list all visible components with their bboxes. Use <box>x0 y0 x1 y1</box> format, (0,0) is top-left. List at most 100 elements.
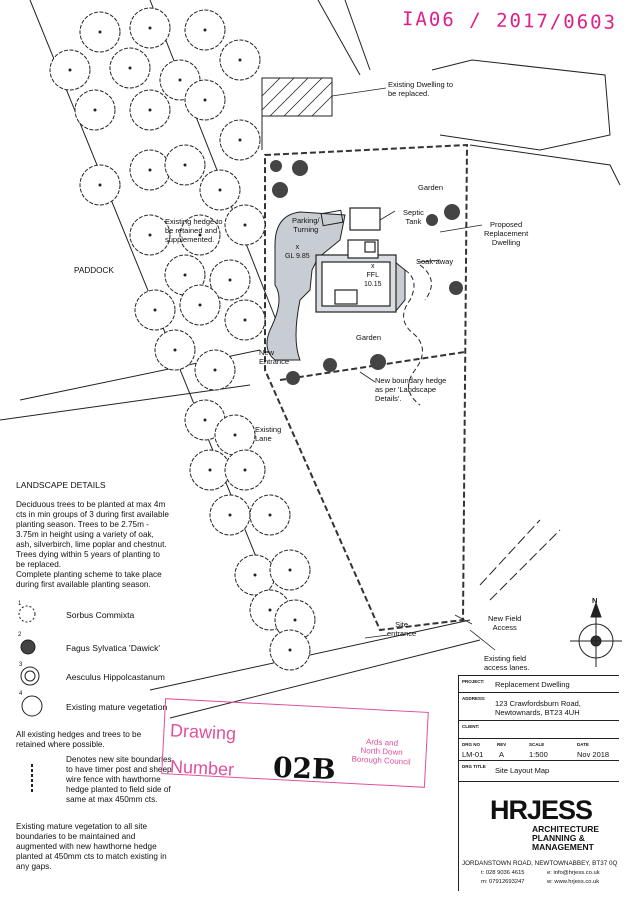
tb-project-label: PROJECT: <box>462 679 485 684</box>
tree-trunk <box>203 28 207 32</box>
tree-trunk <box>178 78 182 82</box>
tb-title-row: DRG TITLE Site Layout Map <box>459 760 619 782</box>
site-boundary <box>264 143 469 632</box>
legend-item-4: Existing mature vegetation <box>66 702 168 712</box>
tb-drawing-row: DRG NO LM-01 REV A SCALE 1:500 DATE Nov … <box>459 738 619 761</box>
tree-trunk <box>93 108 97 112</box>
north-label: N <box>592 596 598 605</box>
label-garden-mid: Garden <box>356 333 382 342</box>
tb-client-row: CLIENT: <box>459 720 619 739</box>
tree-trunk <box>268 513 272 517</box>
tree-trunk <box>148 168 152 172</box>
label-existing-field-lanes: Existing field access lanes. <box>484 654 530 672</box>
title-block: PROJECT: Replacement Dwelling ADDRESS: 1… <box>458 675 619 891</box>
tb-rev-label: REV <box>497 742 507 747</box>
tree-trunk <box>98 183 102 187</box>
label-site-entrance: Site entrance <box>387 620 417 638</box>
tb-dwg-no-label: DRG NO <box>462 742 480 747</box>
tree-trunk <box>268 608 272 612</box>
tree-trunk <box>288 568 292 572</box>
tree-trunk <box>203 418 207 422</box>
tree-trunk <box>198 233 202 237</box>
tb-company-address: JORDANSTOWN ROAD, NEWTOWNABBEY, BT37 0Q <box>462 860 618 867</box>
label-septic-tank: Septic Tank <box>403 208 424 226</box>
tree-trunk <box>98 30 102 34</box>
legend-num-4: 4 <box>19 691 23 697</box>
tree-trunk <box>233 433 237 437</box>
tb-address-row: ADDRESS: 123 Crawfordsburn Road, Newtown… <box>459 692 619 721</box>
tb-rev: A <box>499 750 505 759</box>
tb-project: Replacement Dwelling <box>495 680 570 689</box>
legend-num-3: 3 <box>19 662 23 668</box>
north-arrow <box>570 601 622 667</box>
tree-trunk <box>203 98 207 102</box>
legend-item-2: Fagus Sylvatica 'Dawick' <box>66 643 161 653</box>
existing-trees <box>49 7 316 671</box>
label-garden-top: Garden <box>418 183 444 192</box>
tb-dwg-title: Site Layout Map <box>495 766 550 775</box>
tb-address: 123 Crawfordsburn Road, Newtownards, BT2… <box>495 699 581 717</box>
tree-trunk <box>243 468 247 472</box>
label-soak-away: Soak-away <box>416 257 454 266</box>
logo-wordmark: HRJESS <box>490 795 593 825</box>
tb-scale-label: SCALE <box>529 742 545 747</box>
label-existing-dwelling: Existing Dwelling to be replaced. <box>388 80 454 98</box>
neighbour-building <box>431 59 611 151</box>
stamp-number-value: 02B <box>272 750 337 787</box>
tb-email: e: info@hrjess.co.uk <box>547 870 600 876</box>
legend-num-2: 2 <box>18 632 22 638</box>
company-logo: HRJESS ARCHITECTURE PLANNING & MANAGEMEN… <box>490 795 599 852</box>
tree-trunk <box>128 66 132 70</box>
legend-symbols <box>18 605 43 792</box>
label-paddock: PADDOCK <box>74 266 114 275</box>
tree-trunk <box>243 223 247 227</box>
retain-note: All existing hedges and trees to be reta… <box>16 730 142 749</box>
tree-trunk <box>228 513 232 517</box>
label-finished-floor-level: x FFL 10.15 <box>364 263 382 288</box>
legend-item-3: Aesculus Hippolcastanum <box>66 672 165 682</box>
final-note: Existing mature vegetation to all site b… <box>16 822 167 871</box>
label-new-field-access: New Field Access <box>488 614 522 632</box>
shrubs <box>270 160 463 385</box>
label-parking: Parking/ Turning <box>292 216 320 234</box>
tree-trunk <box>173 348 177 352</box>
tb-date-label: DATE <box>577 742 589 747</box>
tree-trunk <box>238 58 242 62</box>
legend-item-1: Sorbus Commixta <box>66 610 135 620</box>
tb-project-row: PROJECT: Replacement Dwelling <box>459 675 619 693</box>
legend-num-1: 1 <box>18 601 22 607</box>
tb-client-label: CLIENT: <box>462 724 480 729</box>
proposed-dwelling <box>315 207 397 313</box>
stamp-drawing-label: Drawing <box>169 720 237 744</box>
soak-away-path <box>403 269 423 406</box>
tree-trunk <box>148 108 152 112</box>
hardstanding <box>266 211 346 361</box>
tree-trunk <box>213 368 217 372</box>
tree-trunk <box>288 648 292 652</box>
landscape-intro: Deciduous trees to be planted at max 4m … <box>16 500 169 589</box>
label-proposed-dwelling: Proposed Replacement Dwelling <box>484 220 529 247</box>
tree-trunk <box>293 618 297 622</box>
label-existing-lane: Existing Lane <box>255 425 282 443</box>
tb-dwg-title-label: DRG TITLE <box>462 764 486 769</box>
tb-date: Nov 2018 <box>577 750 610 759</box>
field-lanes <box>479 519 561 601</box>
tree-trunk <box>228 278 232 282</box>
tb-address-label: ADDRESS: <box>462 696 486 701</box>
tree-trunk <box>153 308 157 312</box>
tb-mob: m: 07912693247 <box>481 879 525 885</box>
tb-tel: t: 028 9036 4615 <box>481 870 525 876</box>
logo-subtitle: ARCHITECTURE PLANNING & MANAGEMENT <box>532 824 600 852</box>
label-ground-level: x GL 9.85 <box>285 244 310 260</box>
tree-trunk <box>148 233 152 237</box>
tree-trunk <box>198 303 202 307</box>
tree-trunk <box>243 318 247 322</box>
tree-trunk <box>183 163 187 167</box>
label-new-entrance: New Entrance <box>259 348 290 366</box>
tb-dwg-no: LM-01 <box>462 750 484 759</box>
stamp-council: Ards and North Down Borough Council <box>351 737 411 767</box>
tree-trunk <box>238 138 242 142</box>
tree-trunk <box>68 68 72 72</box>
stamp-number-label: Number <box>169 756 235 780</box>
tb-scale: 1:500 <box>529 750 548 759</box>
